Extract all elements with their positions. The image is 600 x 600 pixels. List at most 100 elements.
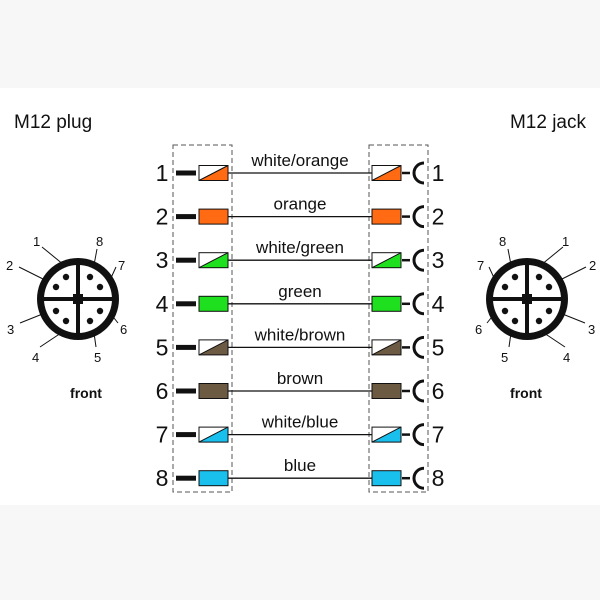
plug-pin-stub — [176, 257, 196, 263]
wire-color-label: white/brown — [254, 325, 346, 344]
plug-wire-color-swatch — [198, 252, 229, 269]
jack-socket-icon — [412, 335, 425, 359]
plug-wire-color-swatch — [198, 339, 229, 356]
plug-pin-number: 3 — [156, 247, 169, 273]
plug-wire-color-swatch — [198, 383, 229, 399]
plug-pin-stub — [176, 214, 196, 220]
plug-pin-number: 7 — [156, 422, 169, 448]
connector-center-key — [522, 294, 532, 304]
pin-leader-line — [93, 248, 98, 266]
plug-pin-stub — [176, 301, 196, 307]
pin-leader-line — [19, 312, 46, 324]
connector-pin-dot — [52, 307, 60, 315]
pin-leader-line — [559, 312, 586, 324]
plug-pin-stub — [176, 344, 196, 350]
pin-leader-line — [41, 246, 65, 266]
connector-pin-dot — [86, 273, 94, 281]
wire-row-4: 4 green 4 — [156, 282, 445, 317]
jack-pin-number: 3 — [432, 247, 445, 273]
connector-pin-dot — [545, 283, 553, 291]
connector-pin-label: 1 — [562, 234, 569, 249]
wire-color-label: brown — [277, 369, 323, 388]
wire-color-label: white/blue — [261, 413, 339, 432]
plug-pin-stub — [176, 475, 196, 481]
plug-title: M12 plug — [14, 112, 92, 133]
plug-wire-color-swatch — [198, 208, 229, 225]
connector-pin-label: 3 — [7, 322, 14, 337]
jack-wire-color-swatch — [371, 208, 402, 225]
connector-pin-dot — [86, 317, 94, 325]
wire-color-label: green — [278, 282, 321, 301]
plug-view-label: front — [70, 385, 102, 401]
pin-leader-line — [543, 332, 566, 348]
connector-pin-dot — [501, 283, 509, 291]
jack-pin-number: 6 — [432, 378, 445, 404]
plug-wire-color-swatch — [198, 470, 229, 487]
jack-pin-number: 5 — [432, 334, 445, 360]
connector-pin-dot — [535, 273, 543, 281]
jack-socket-icon — [412, 466, 425, 490]
jack-socket-icon — [412, 161, 425, 185]
connector-pin-label: 4 — [32, 350, 39, 365]
wire-row-3: 3 white/green 3 — [156, 238, 445, 273]
plug-pin-stub — [176, 432, 196, 438]
jack-socket-icon — [412, 379, 425, 403]
connector-pin-dot — [511, 273, 519, 281]
connector-pin-label: 7 — [118, 258, 125, 273]
wire-row-5: 5 white/brown 5 — [156, 325, 445, 360]
pin-leader-line — [508, 332, 512, 348]
connector-pin-dot — [52, 283, 60, 291]
jack-socket-icon — [412, 248, 425, 272]
jack-wire-color-swatch — [371, 426, 402, 443]
connector-pin-label: 7 — [477, 258, 484, 273]
connector-pin-label: 2 — [6, 258, 13, 273]
plug-pin-stub — [176, 388, 196, 394]
plug-pin-number: 8 — [156, 465, 169, 491]
wire-color-label: white/orange — [250, 151, 348, 170]
pin-leader-line — [559, 266, 587, 281]
connector-pin-dot — [62, 273, 70, 281]
pin-leader-line — [18, 266, 46, 281]
connector-pin-dot — [96, 283, 104, 291]
plug-wire-color-swatch — [198, 426, 229, 443]
connector-pin-dot — [511, 317, 519, 325]
connector-center-key — [73, 294, 83, 304]
wire-color-label: white/green — [255, 238, 344, 257]
connector-pin-label: 6 — [475, 322, 482, 337]
plug-pin-number: 2 — [156, 204, 169, 230]
jack-wire-color-swatch — [371, 252, 402, 269]
jack-pin-number: 4 — [432, 291, 445, 317]
connector-pin-dot — [545, 307, 553, 315]
jack-socket-icon — [412, 292, 425, 316]
pin-leader-line — [109, 312, 119, 324]
top-margin-band — [0, 0, 600, 88]
plug-pin-stub — [176, 170, 196, 176]
connector-pin-label: 4 — [563, 350, 570, 365]
jack-wire-color-swatch — [371, 165, 402, 181]
jack-wire-color-swatch — [371, 295, 402, 312]
plug-wire-color-swatch — [198, 295, 229, 312]
wire-row-8: 8 blue 8 — [156, 456, 445, 491]
jack-view-label: front — [510, 385, 542, 401]
wire-color-label: blue — [284, 456, 316, 475]
plug-pin-number: 5 — [156, 334, 169, 360]
connector-pin-dot — [501, 307, 509, 315]
connector-pin-label: 3 — [588, 322, 595, 337]
plug-wire-box — [172, 144, 233, 493]
jack-pin-number: 8 — [432, 465, 445, 491]
connector-pin-label: 5 — [501, 350, 508, 365]
jack-wire-box — [368, 144, 429, 493]
pin-leader-line — [93, 332, 97, 348]
connector-pin-dot — [535, 317, 543, 325]
jack-wire-color-swatch — [371, 470, 402, 487]
plug-pin-number: 4 — [156, 291, 169, 317]
pin-leader-line — [488, 266, 496, 281]
plug-wire-color-swatch — [198, 165, 229, 181]
